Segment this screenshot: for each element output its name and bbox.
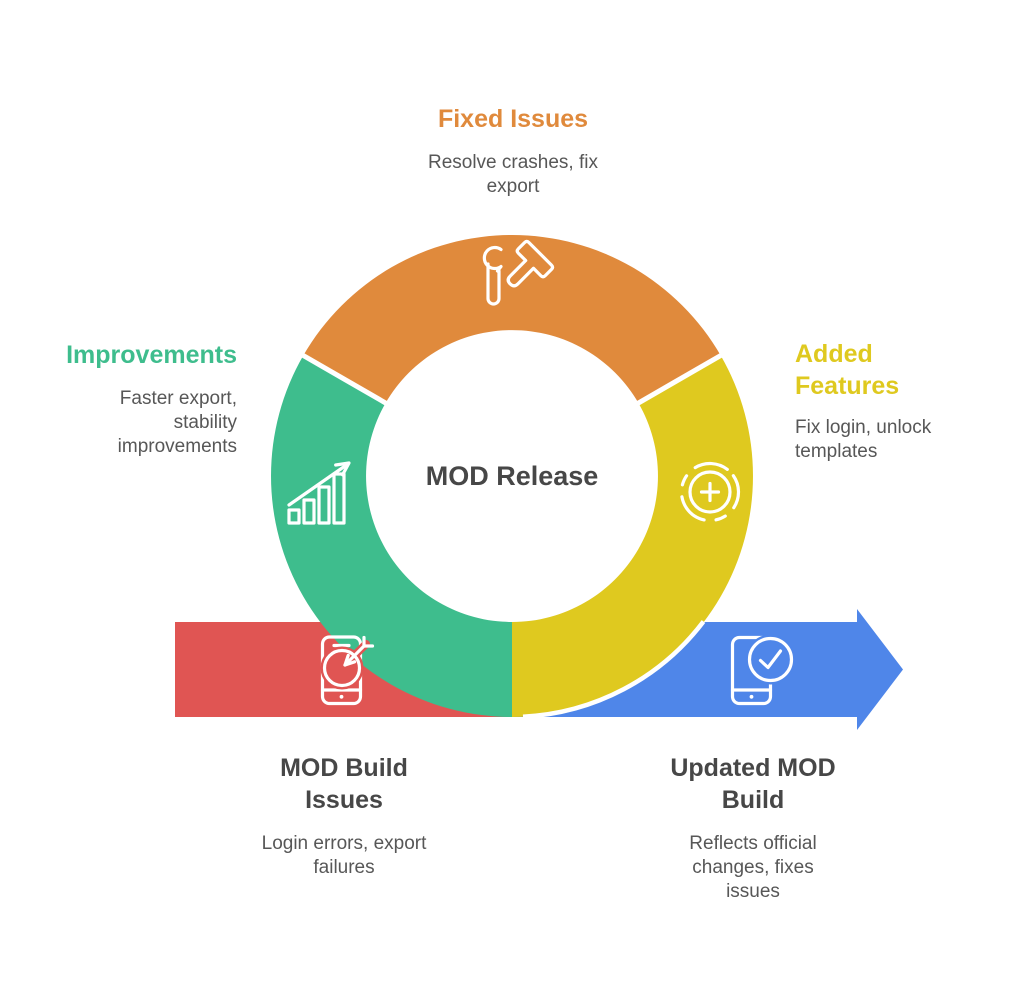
mod-build-issues-title: MOD Build Issues [280,754,408,814]
mod-build-issues-desc: Login errors, export failures [261,833,427,878]
updated-mod-build-title: Updated MOD Build [670,754,836,814]
section-mod-build-issues: MOD Build Issues Login errors, export fa… [194,752,494,880]
segment-separator-right [631,349,729,409]
section-added-features: Added Features Fix login, unlock templat… [795,338,1010,464]
hammer-wrench-icon [482,239,555,306]
center-title: MOD Release [425,461,599,491]
section-updated-mod-build: Updated MOD Build Reflects official chan… [603,752,903,904]
phone-check-icon [730,634,796,706]
added-features-desc: Fix login, unlock templates [795,417,932,462]
ring-segment-added-features [512,355,753,717]
section-fixed-issues: Fixed Issues Resolve crashes, fix export [363,104,663,199]
improvements-title: Improvements [66,341,237,369]
added-features-title: Added Features [795,340,900,400]
improvements-desc: Faster export, stability improvements [117,388,237,457]
segment-separator-left [295,349,393,409]
updated-mod-build-desc: Reflects official changes, fixes issues [689,833,817,902]
section-improvements: Improvements Faster export, stability im… [17,340,237,459]
ring-segment-improvements [271,355,512,717]
growth-chart-icon [287,461,351,525]
fixed-issues-desc: Resolve crashes, fix export [427,152,598,197]
phone-target-icon [320,635,375,706]
segment-separator-arc [522,620,706,719]
ring-segment-fixed-issues [303,235,721,403]
add-circle-icon [679,461,741,523]
fixed-issues-title: Fixed Issues [437,105,589,133]
